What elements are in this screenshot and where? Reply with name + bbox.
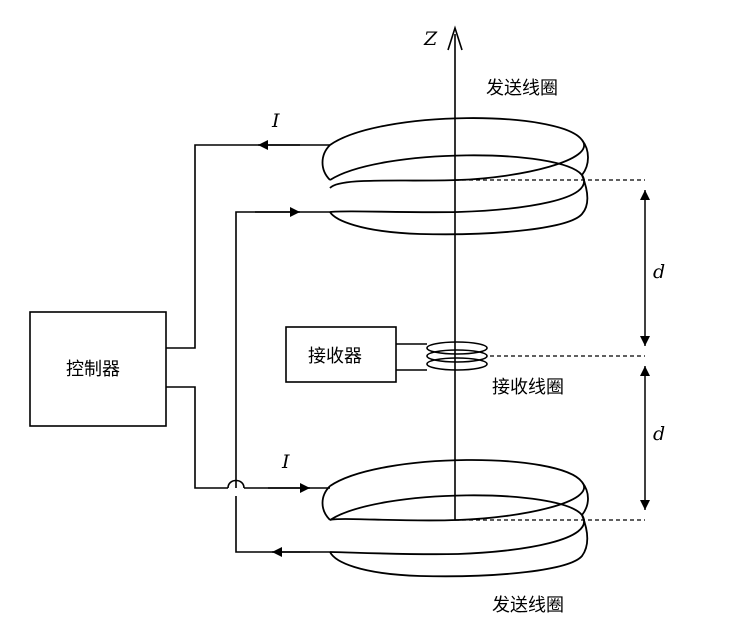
wire-top-coil-upper xyxy=(166,144,330,349)
receiver-box xyxy=(285,326,397,383)
receiver-coil-label: 接收线圈 xyxy=(492,377,564,398)
top-transmit-coil xyxy=(321,117,589,236)
distance-label-lower: d xyxy=(653,423,665,445)
z-axis-label: Z xyxy=(423,28,438,50)
distance-label-upper: d xyxy=(653,261,665,283)
current-label-top: I xyxy=(271,110,280,132)
z-axis-arrow-icon xyxy=(447,25,463,51)
wire-hop xyxy=(227,479,245,489)
top-transmit-coil-label: 发送线圈 xyxy=(486,78,558,99)
controller-label: 控制器 xyxy=(66,359,120,380)
receiver-label: 接收器 xyxy=(308,346,362,367)
bottom-transmit-coil-label: 发送线圈 xyxy=(492,595,564,616)
wire-bottom-coil-upper xyxy=(166,386,228,489)
bottom-transmit-coil xyxy=(321,459,589,578)
controller-box xyxy=(29,311,167,427)
receiver-coil xyxy=(426,341,488,371)
current-label-bottom: I xyxy=(281,451,290,473)
wire-bottom-coil-lower-return xyxy=(235,496,330,553)
